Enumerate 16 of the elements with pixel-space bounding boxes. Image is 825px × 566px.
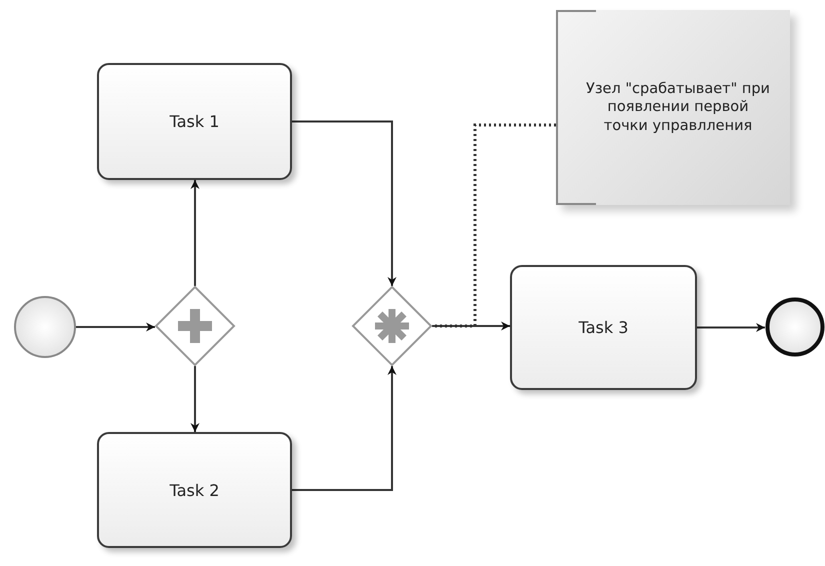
sequence-flow-arrow — [76, 322, 155, 332]
task-label: Task 2 — [170, 480, 220, 500]
sequence-flow-arrow — [292, 366, 396, 491]
task-label: Task 1 — [170, 112, 220, 131]
task-box — [97, 63, 292, 180]
sequence-flow-arrow — [697, 323, 765, 332]
sequence-flow-arrow — [190, 366, 200, 432]
task-box — [510, 265, 697, 390]
sequence-flow-arrow — [432, 322, 510, 330]
sequence-flow-arrow — [190, 180, 200, 286]
sequence-flow-arrow — [292, 120, 396, 286]
annotation-box — [556, 10, 790, 205]
task-box — [97, 432, 292, 548]
annotation-text: Узел "срабатывает" при появлении первой точки управлления — [585, 80, 771, 135]
task-label: Task 3 — [578, 318, 628, 337]
association-line — [432, 124, 556, 328]
